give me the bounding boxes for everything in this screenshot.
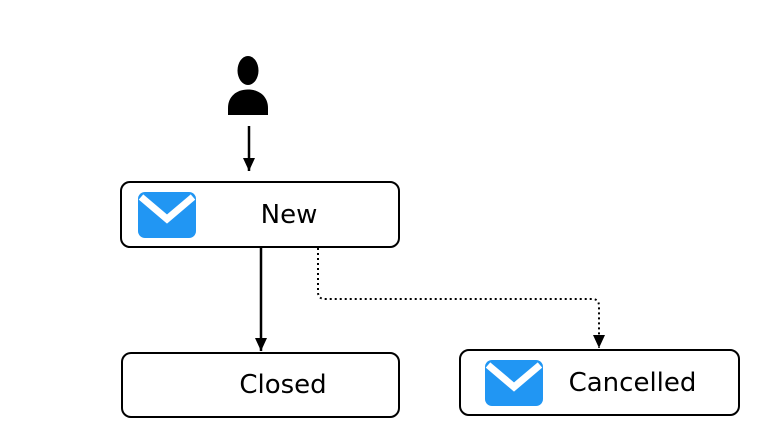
node-cancelled-label: Cancelled <box>568 367 697 398</box>
icon-spacer <box>139 385 184 386</box>
envelope-icon <box>485 359 543 406</box>
edge-new-to-cancelled[interactable] <box>317 248 605 348</box>
person-body <box>228 89 268 115</box>
node-closed[interactable]: Closed <box>121 352 400 418</box>
node-cancelled[interactable]: Cancelled <box>459 349 740 416</box>
node-new[interactable]: New <box>120 181 400 248</box>
node-new-label: New <box>260 199 318 230</box>
person-icon[interactable] <box>224 56 272 115</box>
node-closed-label: Closed <box>239 370 327 400</box>
envelope-icon <box>138 191 196 238</box>
person-head <box>237 56 259 85</box>
